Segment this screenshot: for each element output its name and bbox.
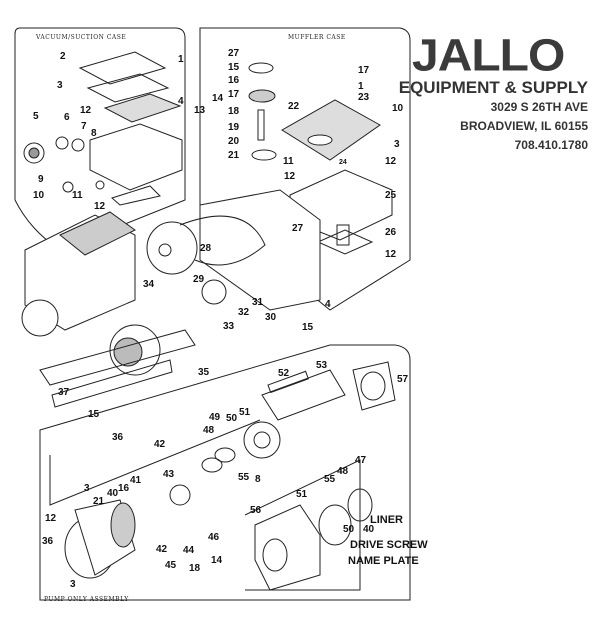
part-label: 18 [189,563,201,574]
part-label: 8 [91,128,97,139]
part-label: 43 [163,469,175,480]
part-label: 20 [228,136,240,147]
part-label: 44 [183,545,195,556]
part-label: 3 [394,139,400,150]
vacuum-case-frame [14,27,186,251]
part-label: 27 [228,48,240,59]
pump-assembly-frame [39,344,411,601]
brand-logo: JALLO [412,30,565,81]
brand-tagline: EQUIPMENT & SUPPLY [398,78,588,97]
part-label: 48 [337,466,349,477]
part-label: 11 [72,190,83,201]
part-label: 47 [355,455,367,466]
part-label: 14 [211,555,223,566]
part-label: 45 [165,560,177,571]
part-label: 3 [57,80,63,91]
part-label: 57 [397,374,409,385]
brand-address-line2: BROADVIEW, IL 60155 [460,119,588,133]
part-label: 14 [212,93,224,104]
part-label: 16 [228,75,240,86]
part-label: 55 [238,472,250,483]
part-label: 35 [198,367,210,378]
part-label: 36 [42,536,54,547]
part-label: 50 [226,413,238,424]
liner-callout: LINER [370,514,403,526]
part-label: 33 [223,321,235,332]
part-label: 6 [64,112,70,123]
part-label: 17 [228,89,240,100]
part-label: 12 [284,171,296,182]
part-label: 42 [156,544,168,555]
vacuum-case-title: VACUUM/SUCTION CASE [36,34,127,41]
part-label: 32 [238,307,250,318]
part-label: 17 [358,65,370,76]
part-label: 12 [80,105,92,116]
muffler-case-frame [199,27,411,311]
part-label: 12 [385,156,397,167]
part-label: 24 [339,159,347,166]
part-label: 12 [385,249,397,260]
part-label: 7 [81,121,87,132]
part-label: 18 [228,106,240,117]
part-label: 19 [228,122,240,133]
part-label: 23 [358,92,370,103]
part-label: 55 [324,474,336,485]
part-label: 56 [250,505,262,516]
drive-screw-callout: DRIVE SCREW [350,539,428,551]
drive-section [21,189,321,408]
part-label: 51 [296,489,308,500]
part-label: 46 [208,532,220,543]
part-label: 16 [118,483,130,494]
part-label: 49 [209,412,221,423]
part-label: 3 [84,483,90,494]
part-label: 28 [200,243,212,254]
vacuum-case-parts [23,51,183,206]
part-label: 15 [302,322,314,333]
part-label: 34 [143,279,155,290]
part-label: 48 [203,425,215,436]
part-label: 27 [292,223,304,234]
part-label: 21 [93,496,105,507]
part-label: 13 [194,105,206,116]
part-label: 3 [70,579,76,590]
part-label: 50 [343,524,355,535]
part-label: 4 [178,96,184,107]
part-label: 11 [283,156,294,167]
brand-address-line1: 3029 S 26TH AVE [490,100,588,114]
part-label: 40 [107,488,119,499]
part-label: 5 [33,111,39,122]
name-plate-callout: NAME PLATE [348,555,419,567]
muffler-case-title: MUFFLER CASE [288,34,346,41]
part-label: 37 [58,387,70,398]
part-label: 1 [358,81,364,92]
part-label: 25 [385,190,397,201]
part-label: 40 [363,524,375,535]
part-label: 9 [38,174,44,185]
part-label: 15 [88,409,100,420]
part-label: 1 [178,54,184,65]
part-label: 22 [288,101,300,112]
pump-assembly-title: PUMP ONLY ASSEMBLY [44,596,129,603]
part-label: 26 [385,227,397,238]
part-label: 52 [278,368,290,379]
part-label: 29 [193,274,205,285]
pump-parts [64,361,396,591]
part-label: 15 [228,62,240,73]
part-label: 51 [239,407,251,418]
part-label: 30 [265,312,277,323]
part-label: 53 [316,360,328,371]
part-label: 31 [252,297,264,308]
part-label: 12 [45,513,57,524]
part-label: 12 [94,201,106,212]
part-label: 41 [130,475,142,486]
part-label: 36 [112,432,124,443]
part-label: 10 [392,103,404,114]
part-label: 21 [228,150,240,161]
part-label: 42 [154,439,166,450]
part-label: 2 [60,51,66,62]
part-label: 4 [325,299,331,310]
brand-phone: 708.410.1780 [514,138,588,152]
part-label: 10 [33,190,45,201]
part-label: 8 [255,474,261,485]
